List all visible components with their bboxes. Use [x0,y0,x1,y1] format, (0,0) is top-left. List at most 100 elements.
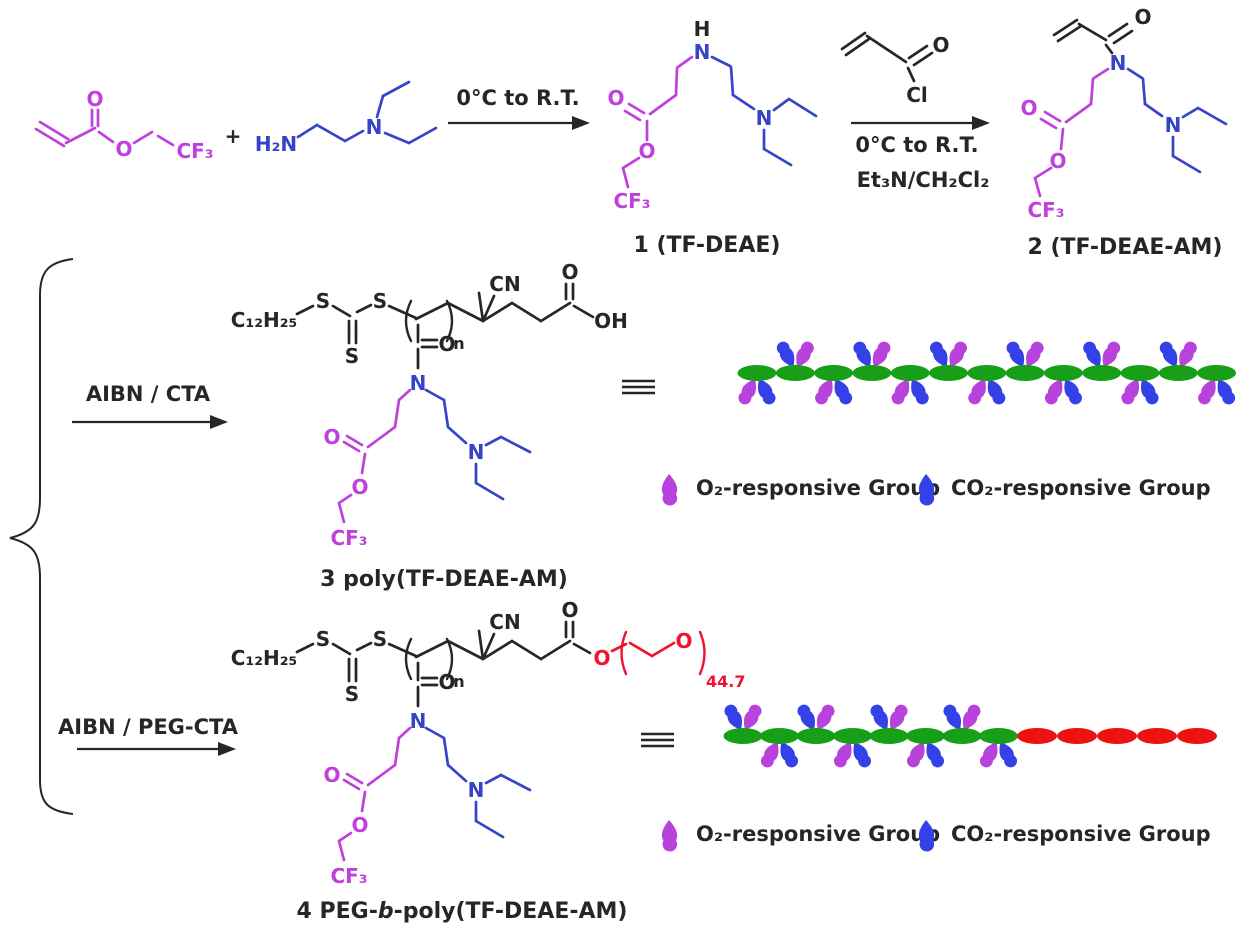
monomer-bead [852,365,892,381]
route3-reagents: AIBN / CTA [86,382,211,406]
monomer-bead [833,728,872,744]
petal-icon [1217,379,1236,405]
polymer-4-structure: O O 44.7 4 PEG-b-poly(TF-DEAE-AM) [229,596,745,924]
monomer-bead [942,728,982,744]
step2-conditions-line2: Et₃N/CH₂Cl₂ [857,168,990,192]
polymer-4-cartoon [723,704,1217,768]
equivalence-symbol-2 [641,732,674,748]
petal-icon [872,341,891,367]
petal-icon [776,341,795,367]
petal-icon [949,341,968,367]
oxygen-label: O [115,137,132,161]
monomer-bead [1043,365,1083,381]
nitrogen-label: N [1110,51,1127,75]
legend-o2-label: O₂-responsive Group [696,822,940,846]
o2-group-icon [661,474,678,506]
peg-bead [1097,728,1137,744]
monomer-bead [1120,365,1160,381]
peg-bead [1057,728,1097,744]
arrow-route3: AIBN / CTA [72,382,228,429]
petal-icon [760,742,779,768]
cf3-label: CF₃ [613,189,650,213]
peg-bead [1137,728,1177,744]
legend-1: O₂-responsive Group CO₂-responsive Group [661,474,1211,506]
petal-icon [1026,341,1044,367]
step1-conditions: 0°C to R.T. [456,86,579,110]
co2-group-icon [918,820,935,852]
arrow-route4: AIBN / PEG-CTA [58,715,239,756]
petal-icon [1121,379,1140,405]
legend-2: O₂-responsive Group CO₂-responsive Group [661,820,1211,852]
nitrogen-label: N [1165,113,1182,137]
arrow-step2: 0°C to R.T. Et₃N/CH₂Cl₂ [851,116,990,192]
petal-icon [906,742,925,768]
petal-icon [853,742,872,768]
peg-bead [1017,728,1057,744]
route4-reagents: AIBN / PEG-CTA [58,715,239,739]
oxygen-label: O [1134,5,1151,29]
nitrogen-label: N [694,40,711,64]
monomer-bead [723,728,763,744]
legend-co2-label: CO₂-responsive Group [951,476,1211,500]
monomer-bead [890,365,930,381]
petal-icon [1198,379,1216,405]
petal-icon [724,704,743,730]
nitrogen-label: N [366,115,383,139]
petal-icon [797,704,816,730]
petal-icon [1064,379,1082,405]
petal-icon [968,379,986,405]
monomer-bead [967,365,1007,381]
monomer-bead [1005,365,1045,381]
legend-o2-label: O₂-responsive Group [696,476,940,500]
monomer-bead [796,728,836,744]
product-2-structure: O N O O CF₃ N 2 (TF-DEAE-AM) [1020,5,1228,260]
oxygen-label: O [675,629,692,653]
hydroxyl-label: OH [594,309,628,333]
reactant-tfea: O O CF₃ [34,87,214,163]
product-1-structure: H N O O CF₃ N 1 (TF-DEAE) [607,17,818,258]
h2n-label: H₂N [255,132,297,156]
monomer-bead [979,728,1018,744]
monomer-bead [929,365,968,381]
petal-icon [979,742,998,768]
petal-icon [1159,341,1178,367]
petal-icon [926,742,945,768]
peg-bead [1177,728,1217,744]
oxygen-label: O [1020,96,1037,120]
hydrogen-label: H [694,17,711,41]
petal-icon [999,742,1018,768]
petal-icon [853,341,871,367]
polymer-3-structure: OH 3 poly(TF-DEAE-AM) [229,258,628,592]
monomer-bead [737,365,777,381]
oxygen-label: O [638,139,655,163]
petal-icon [757,379,776,405]
petal-icon [815,379,833,405]
monomer-bead [1197,365,1237,381]
monomer-bead [1158,365,1198,381]
step2-conditions-line1: 0°C to R.T. [855,133,978,157]
petal-icon [834,379,853,405]
left-brace [9,258,74,815]
equivalence-symbol-1 [622,379,655,395]
petal-icon [1179,341,1197,367]
petal-icon [1102,341,1121,367]
petal-icon [1083,341,1101,367]
o2-group-icon [661,820,678,852]
monomer-bead [760,728,799,744]
legend-co2-label: CO₂-responsive Group [951,822,1211,846]
chlorine-label: Cl [906,83,928,107]
polymer-4-label: 4 PEG-b-poly(TF-DEAE-AM) [297,899,628,924]
petal-icon [911,379,929,405]
oxygen-label: O [607,86,624,110]
petal-icon [943,704,962,730]
oxygen-label: O [86,87,103,111]
petal-icon [780,742,799,768]
cf3-label: CF₃ [1027,198,1064,222]
oxygen-label: O [1049,149,1066,173]
petal-icon [962,704,981,730]
petal-icon [738,379,757,405]
peg-repeat-label: 44.7 [706,672,745,691]
plus-sign: + [225,124,242,148]
petal-icon [743,704,762,730]
